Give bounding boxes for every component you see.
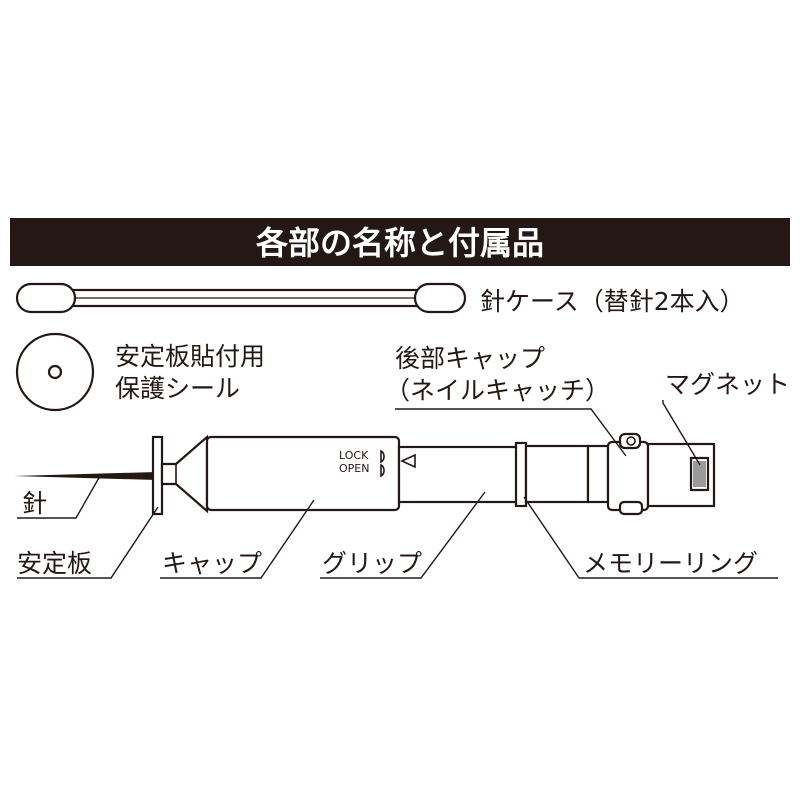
stabilizer-plate xyxy=(151,435,164,516)
needle-label: 針 xyxy=(22,489,47,518)
page-title: 各部の名称と付属品 xyxy=(256,224,544,262)
grip-body xyxy=(397,445,521,504)
rear-cap-label-line2: （ネイルキャッチ） xyxy=(385,376,610,405)
needle-shape xyxy=(14,472,157,480)
needle-case-illustration xyxy=(15,282,467,314)
seal-label-line1: 安定板貼付用 xyxy=(115,342,265,371)
cap-body xyxy=(205,435,401,512)
memory-ring-label: メモリーリング xyxy=(583,549,758,578)
grip-label: グリップ xyxy=(322,549,422,578)
stabilizer-label: 安定板 xyxy=(17,549,92,578)
leader-lines xyxy=(17,400,778,579)
title-banner xyxy=(10,218,790,266)
lock-label: LOCK xyxy=(339,449,369,462)
open-label: OPEN xyxy=(339,462,369,475)
seal-label-line2: 保護シール xyxy=(115,374,240,403)
tool-illustration xyxy=(14,432,716,516)
magnet-label: マグネット xyxy=(665,370,790,399)
magnet-shape xyxy=(693,461,706,487)
needle-case-label: 針ケース（替針2本入） xyxy=(480,287,745,316)
protective-seal-illustration xyxy=(15,332,95,412)
cap-label: キャップ xyxy=(162,549,262,578)
rear-cap-label-line1: 後部キャップ xyxy=(395,344,545,373)
memory-ring xyxy=(514,441,528,508)
